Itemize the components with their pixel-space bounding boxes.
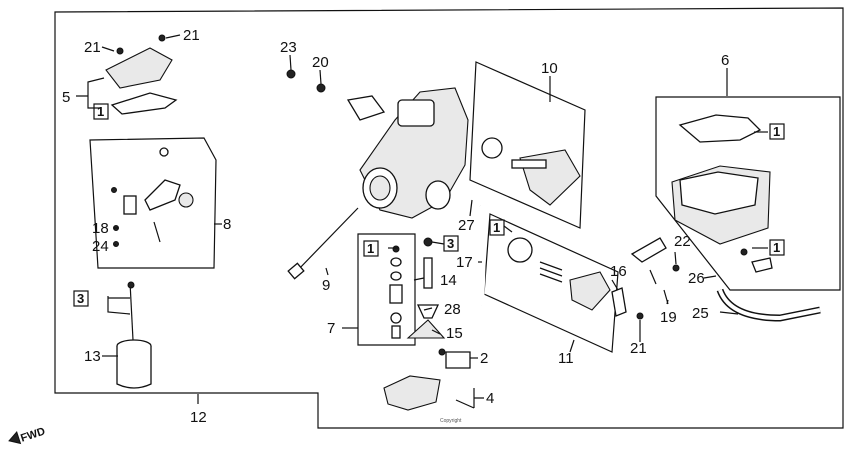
part-label: 4 bbox=[486, 390, 494, 407]
top-screws-part bbox=[286, 69, 326, 93]
group-outline-6 bbox=[655, 96, 841, 291]
part-label: 11 bbox=[558, 350, 574, 367]
part-label: 2 bbox=[480, 350, 488, 367]
part-label: 14 bbox=[440, 272, 457, 289]
boxed-label: 3 bbox=[443, 235, 459, 252]
float-chamber-part bbox=[671, 114, 773, 273]
part-label: 25 bbox=[692, 305, 709, 322]
part-label: 15 bbox=[446, 325, 463, 342]
part-label: 23 bbox=[280, 39, 297, 56]
link-arm-part bbox=[611, 237, 680, 320]
part-label: 16 bbox=[610, 263, 627, 280]
boxed-label: 1 bbox=[363, 240, 379, 257]
part-label: 21 bbox=[630, 340, 647, 357]
jet-set-part bbox=[389, 245, 403, 339]
part-label: 27 bbox=[458, 217, 475, 234]
boxed-label: 1 bbox=[769, 239, 785, 256]
group-outline-8 bbox=[89, 137, 217, 269]
float-part bbox=[383, 375, 475, 411]
boxed-label: 1 bbox=[93, 103, 109, 120]
top-cover-part bbox=[105, 34, 178, 115]
assembly-outline bbox=[54, 7, 844, 429]
group-outline-7 bbox=[357, 233, 416, 346]
footer-text: Copyright bbox=[440, 418, 462, 424]
carburetor-body-part bbox=[346, 87, 469, 219]
float-valve-part bbox=[438, 348, 471, 369]
svg-text:1: 1 bbox=[493, 220, 500, 235]
drain-tube-part bbox=[716, 288, 821, 322]
part-label: 8 bbox=[223, 216, 231, 233]
part-label: 24 bbox=[92, 238, 109, 255]
lever-assembly-part bbox=[111, 147, 194, 247]
part-label: 5 bbox=[62, 89, 70, 106]
part-label: 17 bbox=[456, 254, 473, 271]
part-label: 10 bbox=[541, 60, 558, 77]
boxed-label: 3 bbox=[73, 290, 89, 307]
part-label: 19 bbox=[660, 309, 677, 326]
fwd-label: FWD bbox=[19, 426, 47, 445]
svg-text:1: 1 bbox=[773, 124, 780, 139]
part-label: 20 bbox=[312, 54, 329, 71]
svg-text:1: 1 bbox=[773, 240, 780, 255]
forward-direction-indicator: FWD bbox=[8, 426, 47, 445]
part-label: 28 bbox=[444, 301, 461, 318]
part-label: 21 bbox=[84, 39, 101, 56]
svg-text:1: 1 bbox=[367, 241, 374, 256]
jet-needle-part bbox=[127, 281, 135, 341]
part-label: 21 bbox=[183, 27, 200, 44]
svg-text:3: 3 bbox=[77, 291, 84, 306]
part-label: 26 bbox=[688, 270, 705, 287]
part-label: 12 bbox=[190, 409, 207, 426]
part-label: 6 bbox=[721, 52, 729, 69]
svg-text:3: 3 bbox=[447, 236, 454, 251]
needle-jet-part bbox=[406, 237, 446, 339]
boxed-label: 1 bbox=[769, 123, 785, 140]
throttle-cable-bolt-part bbox=[287, 207, 359, 280]
leader-lines bbox=[76, 34, 768, 408]
diaphragm-part bbox=[481, 137, 581, 206]
group-outline-11 bbox=[483, 213, 619, 353]
group-outline-10 bbox=[469, 61, 586, 229]
part-label: 18 bbox=[92, 220, 109, 237]
part-label: 9 bbox=[322, 277, 330, 294]
part-label: 13 bbox=[84, 348, 101, 365]
overflow-hose-part bbox=[478, 205, 486, 307]
boxed-label: 1 bbox=[489, 219, 505, 236]
svg-text:1: 1 bbox=[97, 104, 104, 119]
part-label: 7 bbox=[327, 320, 335, 337]
accelerator-pump-part bbox=[507, 237, 611, 311]
part-label: 22 bbox=[674, 233, 691, 250]
piston-valve-part bbox=[116, 339, 152, 389]
